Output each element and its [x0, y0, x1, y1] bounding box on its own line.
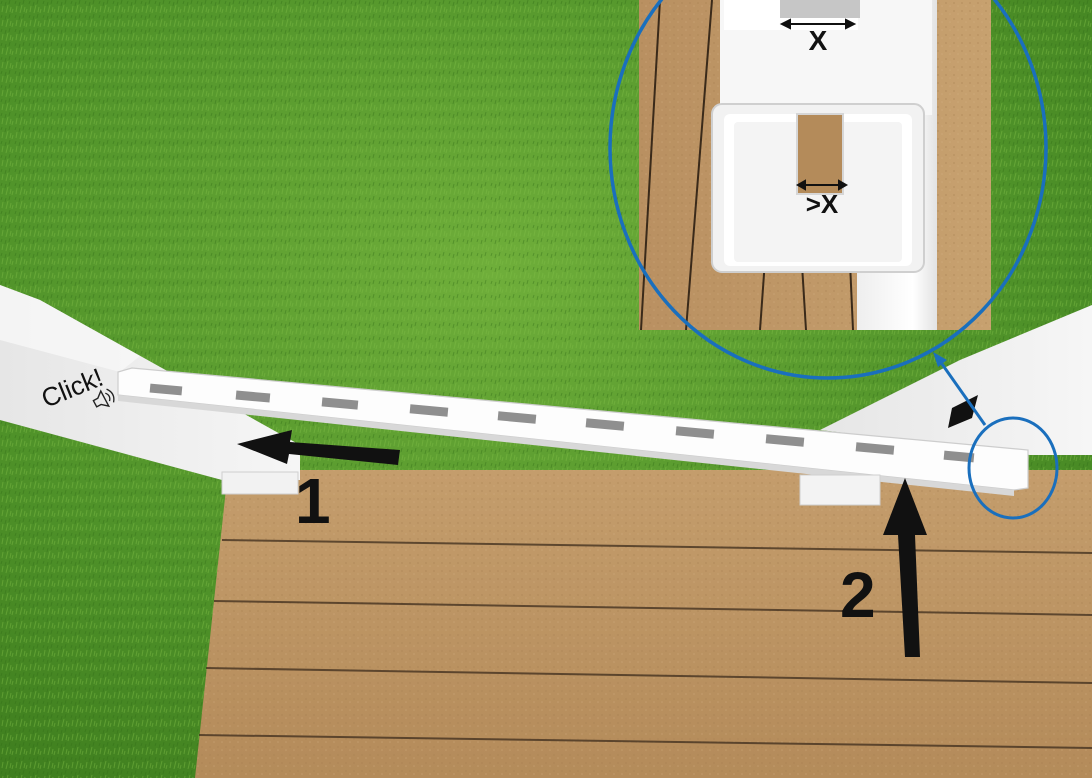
- bottom-gap-label: >X: [806, 189, 839, 219]
- inset-detail: X >X: [639, 0, 991, 330]
- step-2-label: 2: [840, 559, 876, 631]
- step-1-label: 1: [295, 465, 331, 537]
- top-gap-label: X: [809, 25, 828, 56]
